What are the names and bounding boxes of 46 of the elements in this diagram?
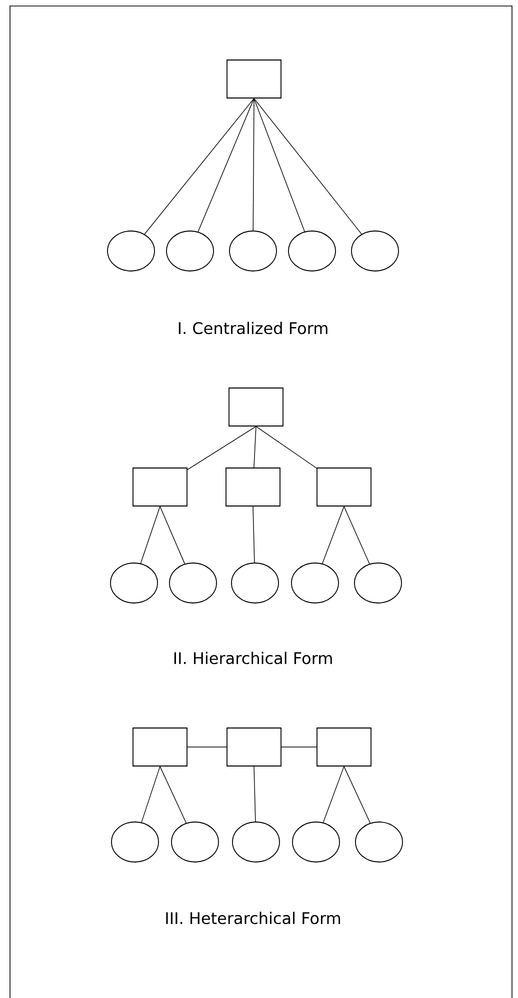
caption: I. Centralized Form [178, 322, 328, 334]
rectangle-box [226, 468, 280, 506]
connector-line [144, 98, 254, 234]
connector-line [254, 426, 256, 468]
connector-line [322, 506, 344, 564]
rectangle-box [228, 388, 284, 426]
connector-line [160, 506, 186, 564]
connector-line [322, 766, 344, 823]
ellipse-node [110, 562, 158, 604]
connector-line [187, 426, 256, 470]
ellipse-node [231, 562, 279, 604]
ellipse-node [354, 562, 402, 604]
ellipse-node [232, 822, 280, 862]
ellipse-node [351, 230, 399, 272]
rectangle-box [226, 60, 282, 98]
ellipse-node [291, 562, 339, 604]
connector-line [140, 506, 160, 564]
connector-line [254, 98, 305, 232]
connector-line [252, 98, 254, 231]
connector-line [187, 746, 227, 748]
connector-line [160, 766, 187, 824]
ellipse-node [107, 230, 155, 272]
caption: II. Hierarchical Form [174, 652, 332, 664]
ellipse-node [292, 822, 340, 862]
connector-line [254, 98, 362, 234]
rectangle-box [316, 728, 372, 766]
ellipse-node [288, 230, 336, 272]
connector-line [256, 426, 317, 468]
connector-line [198, 98, 254, 232]
rectangle-box [132, 468, 188, 506]
rectangle-box [132, 728, 188, 766]
connector-line [344, 506, 370, 564]
connector-line [254, 766, 256, 822]
ellipse-node [166, 230, 214, 272]
connector-line [344, 766, 371, 824]
connector-line [141, 766, 160, 823]
ellipse-node [171, 822, 219, 862]
ellipse-node [355, 822, 403, 862]
ellipse-node [169, 562, 217, 604]
rectangle-box [226, 728, 282, 766]
caption: III. Heterarchical Form [166, 912, 340, 924]
connector-line [252, 506, 255, 563]
ellipse-node [111, 822, 159, 862]
connector-line [281, 746, 317, 748]
rectangle-box [316, 468, 372, 506]
ellipse-node [229, 230, 277, 272]
